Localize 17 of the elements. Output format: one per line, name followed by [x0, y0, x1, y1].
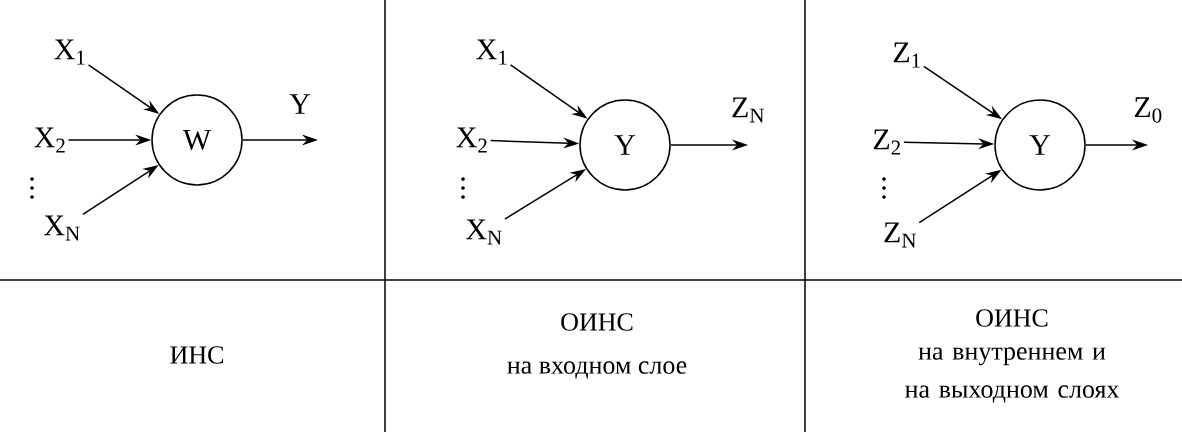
input-label: X$_{2}$ [34, 127, 65, 153]
edge-label: Y [289, 94, 311, 114]
edge-label: Z$_{N}$ [732, 97, 764, 123]
input-label: X$_{N}$ [466, 219, 502, 245]
caption-text: ОИНС [976, 309, 1048, 327]
input-label: Z$_{N}$ [884, 222, 916, 248]
input-label: X$_{N}$ [44, 215, 80, 241]
caption-text: ИНС [170, 346, 223, 364]
caption-text: на входном слое [507, 361, 687, 379]
input-label: X$_{1}$ [54, 39, 85, 65]
caption-text: на внутреннем и на выходном слоях [905, 347, 1120, 403]
input-label: Z$_{2}$ [873, 129, 900, 155]
edge-label: Z$_{0}$ [1134, 97, 1162, 123]
input-label: X$_{1}$ [476, 39, 507, 65]
input-label: Z$_{1}$ [893, 42, 920, 68]
input-label: X$_{2}$ [456, 127, 487, 153]
caption-text: ОИНС [561, 313, 633, 331]
